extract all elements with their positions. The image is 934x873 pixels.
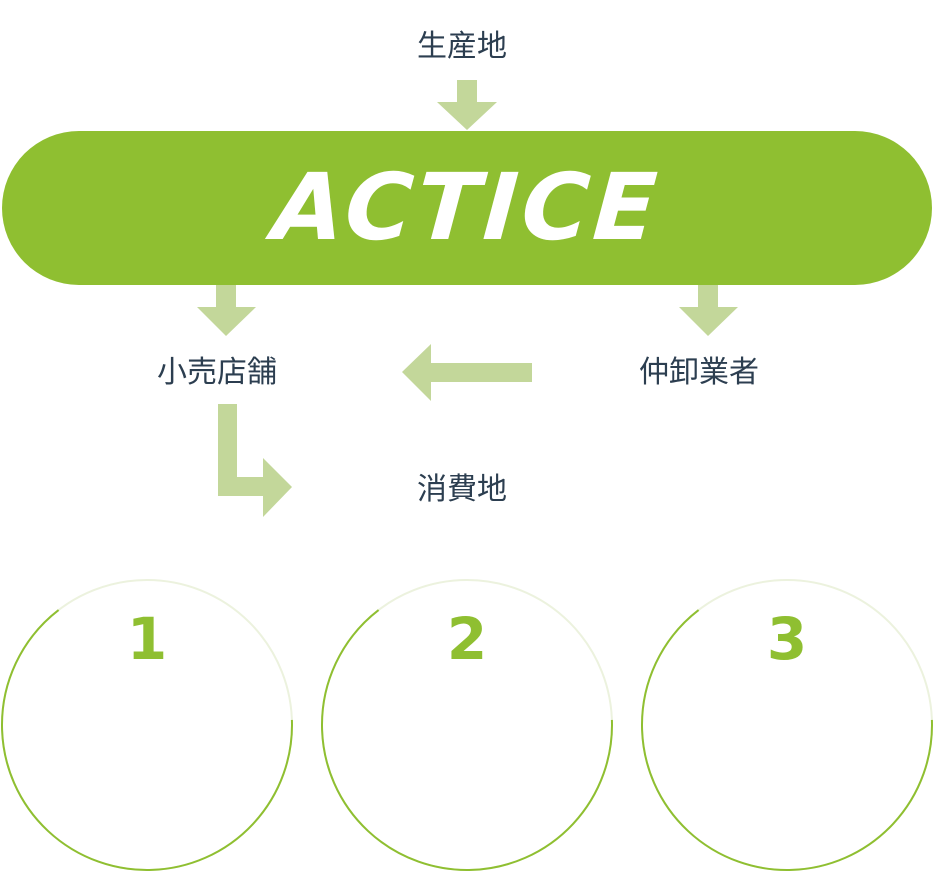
center-brand-label: ACTICE bbox=[269, 154, 665, 261]
step-circle-1: 1 bbox=[0, 578, 294, 872]
arrow-origin-to-center bbox=[437, 80, 497, 130]
node-consumption-label: 消費地 bbox=[417, 472, 507, 507]
center-node: ACTICE bbox=[2, 131, 932, 285]
node-retail-label: 小売店舗 bbox=[157, 355, 277, 390]
node-wholesale-label: 仲卸業者 bbox=[639, 355, 759, 390]
step-circle-2: 2 bbox=[320, 578, 614, 872]
arrow-center-to-wholesale bbox=[679, 285, 738, 336]
step-circle-2-ring bbox=[321, 579, 613, 871]
arrow-wholesale-to-retail bbox=[402, 344, 532, 401]
node-origin-label: 生産地 bbox=[417, 29, 507, 64]
step-circle-3-ring bbox=[641, 579, 933, 871]
step-circle-1-ring bbox=[1, 579, 293, 871]
step-circle-3: 3 bbox=[640, 578, 934, 872]
arrow-center-to-retail bbox=[197, 285, 256, 336]
step-number-1: 1 bbox=[126, 605, 168, 673]
arrow-retail-to-consumption bbox=[218, 404, 292, 517]
step-number-3: 3 bbox=[766, 605, 808, 673]
step-number-2: 2 bbox=[446, 605, 488, 673]
